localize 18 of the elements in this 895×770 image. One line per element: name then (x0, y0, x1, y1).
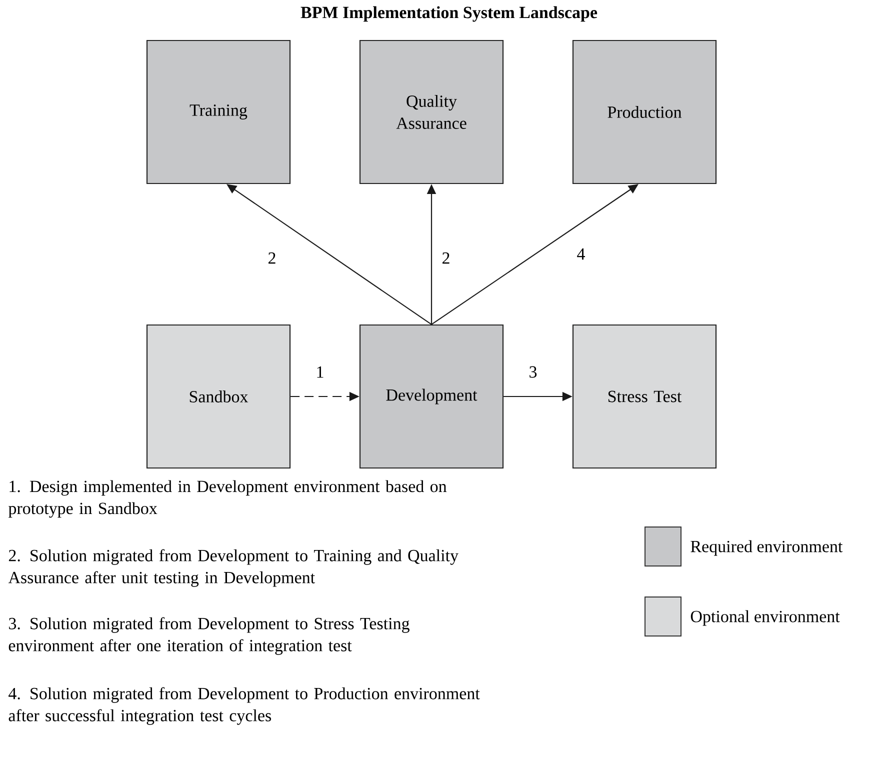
environment-box: Training (146, 40, 291, 184)
environment-box: Development (359, 324, 504, 469)
environment-box: Sandbox (146, 324, 291, 469)
title: BPM Implementation System Landscape (300, 6, 598, 22)
edge-label: 3 (528, 365, 538, 379)
note-text: 4. Solution migrated from Development to Production environment after successful integration test cycles (8, 687, 480, 725)
environment-box: Production (572, 40, 717, 184)
legend-text: Required environment (690, 540, 843, 556)
edge-label: 2 (266, 251, 278, 265)
environment-box: Quality Assurance (359, 40, 504, 184)
environment-box: Stress Test (572, 324, 717, 469)
legend-text: Optional environment (690, 610, 840, 626)
edge-label: 4 (576, 247, 586, 261)
edge-label: 2 (440, 251, 452, 265)
note-text: 3. Solution migrated from Development to Stress Testing environment after one iteration of integration test (8, 617, 410, 655)
note-text: 1. Design implemented in Development environment based on prototype in Sandbox (8, 480, 447, 518)
edge-label: 1 (314, 365, 326, 379)
note-text: 2. Solution migrated from Development to Training and Quality Assurance after unit testing in Development (8, 549, 458, 587)
